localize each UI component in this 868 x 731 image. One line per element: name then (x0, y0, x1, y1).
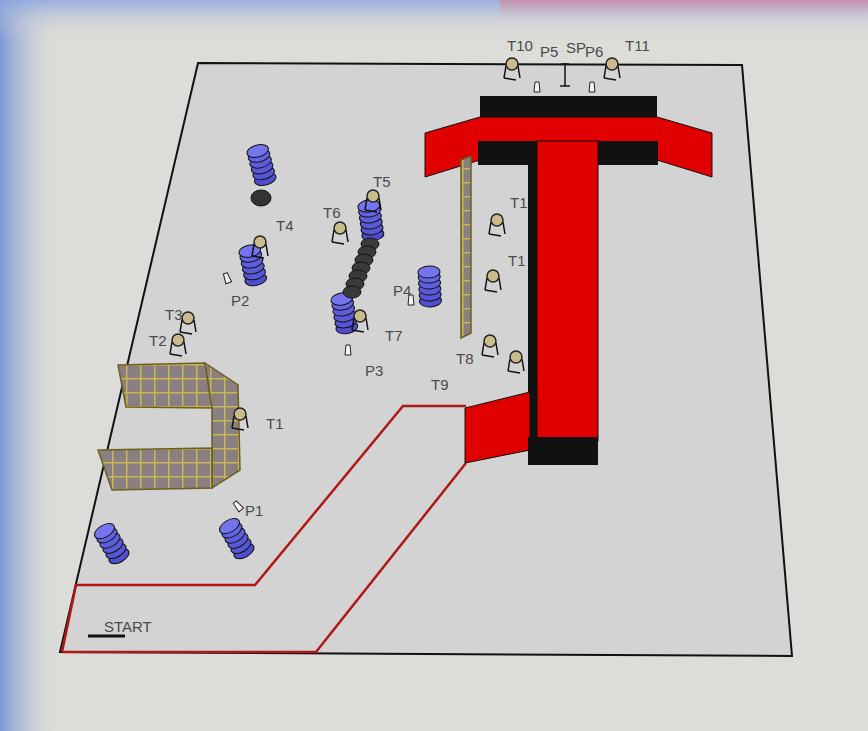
target-label: P1 (245, 503, 263, 518)
target-label: SP (566, 40, 586, 55)
target-label: P6 (585, 44, 603, 59)
target-label: T3 (165, 307, 183, 322)
target-label: P5 (540, 44, 558, 59)
target-label: P2 (231, 293, 249, 308)
target-label: T1 (266, 416, 284, 431)
target-label: T10 (507, 38, 533, 53)
target-label: T9 (431, 377, 449, 392)
target-label: T11 (625, 38, 650, 53)
target-label: START (104, 619, 152, 634)
target-label: T1 (508, 253, 526, 268)
target-label: T2 (149, 333, 167, 348)
target-label: T6 (323, 205, 341, 220)
target-label: T5 (373, 174, 391, 189)
target-label: T4 (276, 218, 294, 233)
target-label: P3 (365, 363, 383, 378)
target-label: P4 (393, 283, 411, 298)
target-label: T7 (385, 328, 403, 343)
target-label: T8 (456, 351, 474, 366)
target-label: T1 (510, 195, 528, 210)
